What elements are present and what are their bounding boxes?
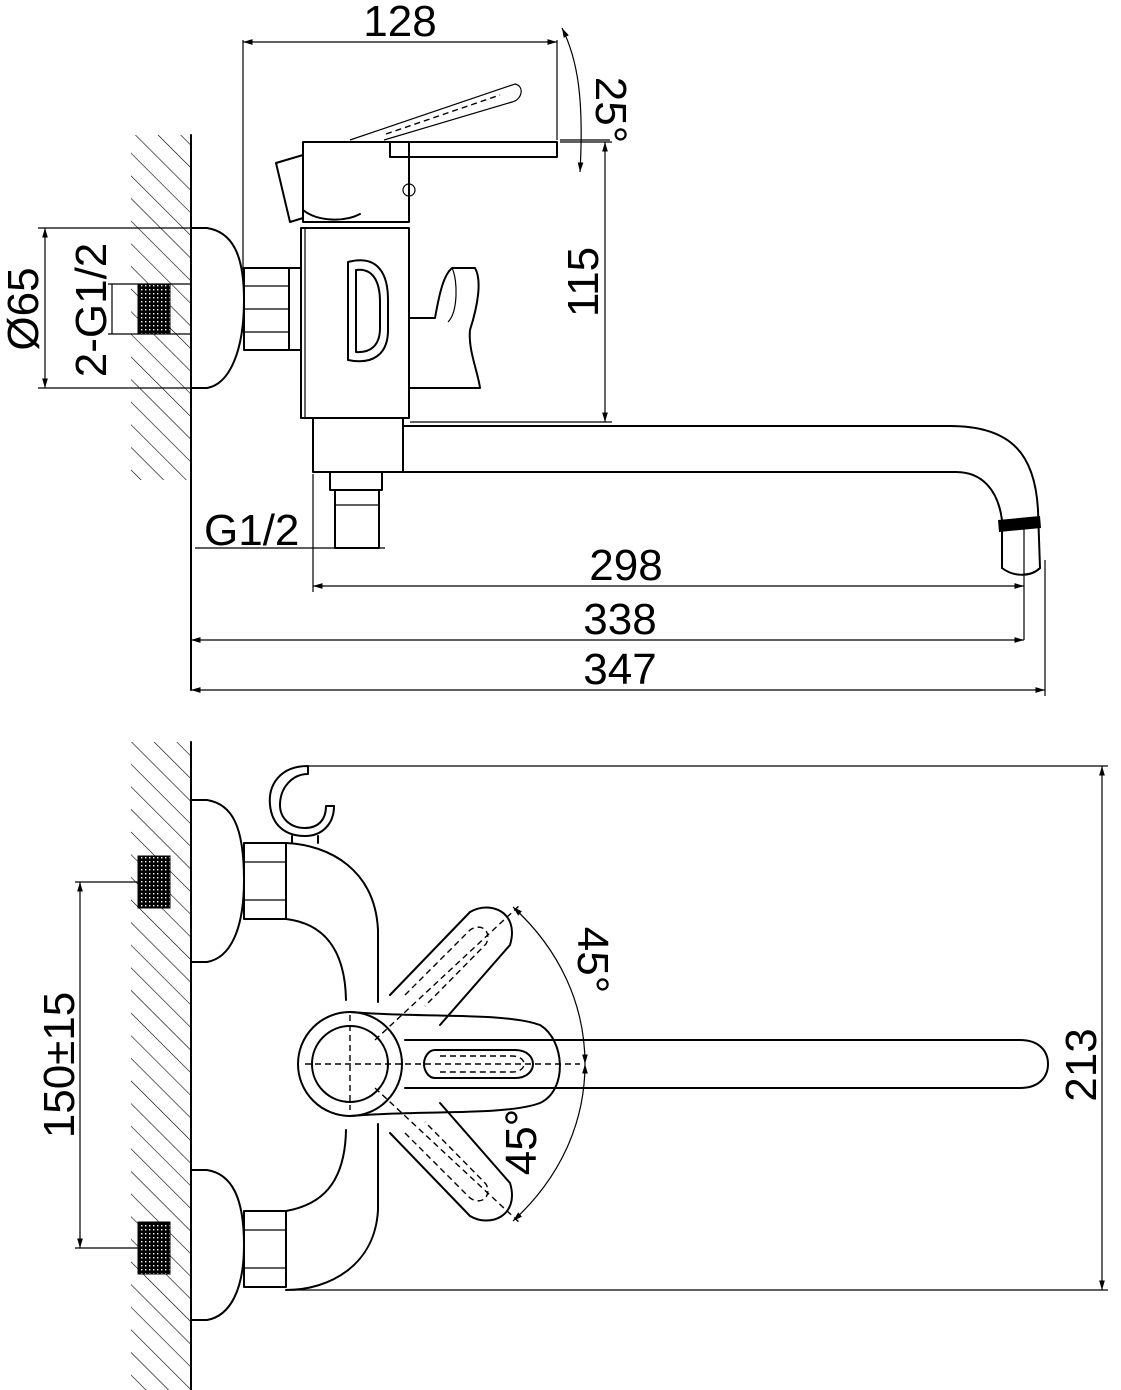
- lower-flange-front: [190, 1169, 245, 1321]
- lever-rotated-lower: [374, 1087, 521, 1224]
- dim-213-label: 213: [1057, 1028, 1106, 1101]
- spout-front: [404, 1039, 1049, 1089]
- dim-45-upper-label: 45°: [568, 927, 617, 994]
- dim-338-label: 338: [583, 595, 656, 644]
- dim-150: 150±15: [35, 881, 140, 1249]
- wall-hatch-top: [131, 134, 192, 691]
- lower-inlet-knurl: [137, 1221, 171, 1275]
- lever-rotated-upper: [374, 904, 521, 1041]
- dim-338: 338: [191, 595, 1024, 644]
- dim-inlet-thread: 2-G1/2: [67, 243, 116, 378]
- dim-65-label: Ø65: [0, 267, 48, 350]
- dim-115: 115: [410, 141, 612, 423]
- dim-213: 213: [290, 765, 1108, 1291]
- outlet-thread-label: G1/2: [204, 506, 299, 555]
- dim-2g12-label: 2-G1/2: [67, 243, 116, 378]
- front-view: 45° 45° 150±15 213: [35, 741, 1108, 1390]
- lever-handle-side: [275, 83, 558, 223]
- lower-hex-nut: [243, 1210, 287, 1288]
- dim-115-label: 115: [559, 247, 608, 317]
- dim-128-label: 128: [363, 0, 436, 46]
- spout-side: [312, 417, 1041, 640]
- dim-128: 128: [242, 0, 558, 270]
- upper-flange-front: [190, 799, 245, 963]
- lever-front: [297, 1011, 580, 1117]
- wall-flange-top: [190, 227, 245, 389]
- mixer-body-front: [285, 842, 379, 1291]
- dim-298-label: 298: [589, 541, 662, 590]
- upper-hex-nut: [243, 842, 287, 920]
- dim-150-label: 150±15: [35, 992, 84, 1139]
- aerator-band: [998, 516, 1041, 532]
- upper-inlet-knurl: [137, 855, 171, 909]
- mixer-body-side: [288, 227, 410, 419]
- dim-angle-45: 45° 45°: [497, 906, 617, 1222]
- side-view: 128 25° Ø65 2-G1/2 115 G1/2: [0, 0, 1046, 696]
- diverter-knob-side: [408, 267, 481, 389]
- dim-angle-25: 25°: [560, 27, 635, 173]
- dim-298: 298: [312, 474, 1024, 592]
- hex-nut-top: [243, 267, 290, 351]
- wall-hatch-bottom: [131, 741, 192, 1390]
- shower-hook: [268, 765, 335, 837]
- dim-45-lower-label: 45°: [497, 1109, 546, 1176]
- bottom-outlet-side: [195, 471, 385, 549]
- inlet-knurl-top: [137, 283, 171, 335]
- dim-347-label: 347: [583, 645, 656, 694]
- dim-347: 347: [191, 560, 1046, 696]
- dim-25-label: 25°: [586, 77, 635, 144]
- dim-diameter-65: Ø65: [0, 227, 200, 389]
